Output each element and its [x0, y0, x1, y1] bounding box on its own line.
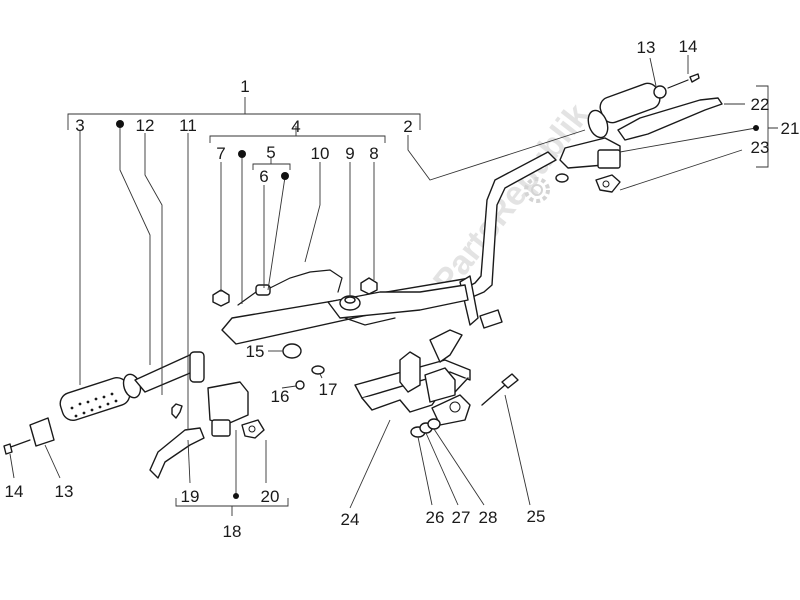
marker-dot-21 — [753, 125, 759, 131]
callout-28: 28 — [479, 508, 498, 527]
washers-26-28 — [410, 418, 441, 438]
handlebar-frame — [221, 151, 557, 426]
left-end-weight — [3, 417, 55, 455]
stop-switch-cable — [237, 269, 343, 306]
callout-20: 20 — [261, 487, 280, 506]
left-master-cylinder — [207, 381, 249, 437]
leader-24 — [349, 419, 391, 509]
leader-13-left — [44, 444, 61, 479]
washer-17 — [311, 365, 325, 375]
leader-23 — [619, 149, 743, 191]
callout-17: 17 — [319, 380, 338, 399]
callout-14-left: 14 — [5, 482, 24, 501]
leader-dot-21 — [619, 127, 757, 153]
callout-16: 16 — [271, 387, 290, 406]
callout-21: 21 — [781, 119, 800, 138]
marker-dot-set — [116, 120, 124, 128]
callout-1: 1 — [240, 77, 249, 96]
callout-13-right: 13 — [637, 38, 656, 57]
callout-22: 22 — [751, 95, 770, 114]
callout-18: 18 — [223, 522, 242, 541]
marker-dot-5 — [281, 172, 289, 180]
bracket-21 — [756, 85, 778, 168]
callout-25: 25 — [527, 507, 546, 526]
callout-13-left: 13 — [55, 482, 74, 501]
leader-27 — [425, 432, 459, 506]
callout-23: 23 — [751, 138, 770, 157]
right-clamp — [595, 174, 621, 193]
callout-6: 6 — [259, 167, 268, 186]
bushing-15 — [282, 343, 302, 359]
callout-15: 15 — [246, 342, 265, 361]
leader-16 — [281, 385, 297, 389]
callout-3: 3 — [75, 116, 84, 135]
callout-11: 11 — [179, 116, 197, 135]
callout-9: 9 — [345, 144, 354, 163]
callout-5: 5 — [266, 143, 275, 162]
callout-24: 24 — [341, 510, 360, 529]
right-grip — [587, 73, 700, 139]
leader-dot-5 — [267, 176, 286, 291]
callout-8: 8 — [369, 144, 378, 163]
watermark-text: PartsRepublik — [426, 96, 597, 300]
left-throttle-tube — [134, 351, 205, 393]
callout-27: 27 — [452, 508, 471, 527]
bracket-5 — [252, 158, 291, 170]
callout-19: 19 — [181, 487, 200, 506]
left-screw — [171, 403, 183, 419]
left-brake-lever — [149, 427, 205, 479]
leader-dot-3 — [119, 126, 151, 365]
callout-14-right: 14 — [679, 37, 698, 56]
leader-14-left — [9, 453, 15, 479]
callout-7: 7 — [216, 144, 225, 163]
leader-19 — [187, 439, 191, 484]
leader-25 — [504, 394, 531, 506]
leader-28 — [433, 428, 485, 506]
marker-dot-4 — [238, 150, 246, 158]
callout-4: 4 — [291, 117, 300, 136]
leader-17 — [319, 373, 323, 379]
callout-12: 12 — [136, 116, 155, 135]
left-clamp — [241, 419, 265, 439]
bolt-25 — [481, 373, 519, 406]
gear-logo-icon — [524, 177, 550, 203]
washer-16 — [295, 380, 305, 390]
nut-8 — [360, 277, 378, 295]
right-master-cylinder — [555, 137, 621, 183]
leader-13-right — [649, 57, 657, 87]
leader-26 — [417, 436, 433, 506]
bracket-4 — [209, 126, 386, 143]
right-brake-lever — [617, 97, 723, 141]
grommet-9 — [339, 295, 361, 311]
left-grip — [59, 373, 142, 421]
callout-2: 2 — [403, 117, 412, 136]
leader-12 — [144, 133, 163, 395]
marker-dot-18 — [233, 493, 239, 499]
callout-26: 26 — [426, 508, 445, 527]
bracket-18 — [175, 498, 289, 516]
leader-2 — [407, 129, 586, 181]
leader-10 — [304, 162, 321, 263]
bracket-1 — [67, 97, 421, 130]
callout-10: 10 — [311, 144, 330, 163]
watermark: PartsRepublik — [426, 96, 597, 300]
nut-7 — [212, 289, 230, 307]
